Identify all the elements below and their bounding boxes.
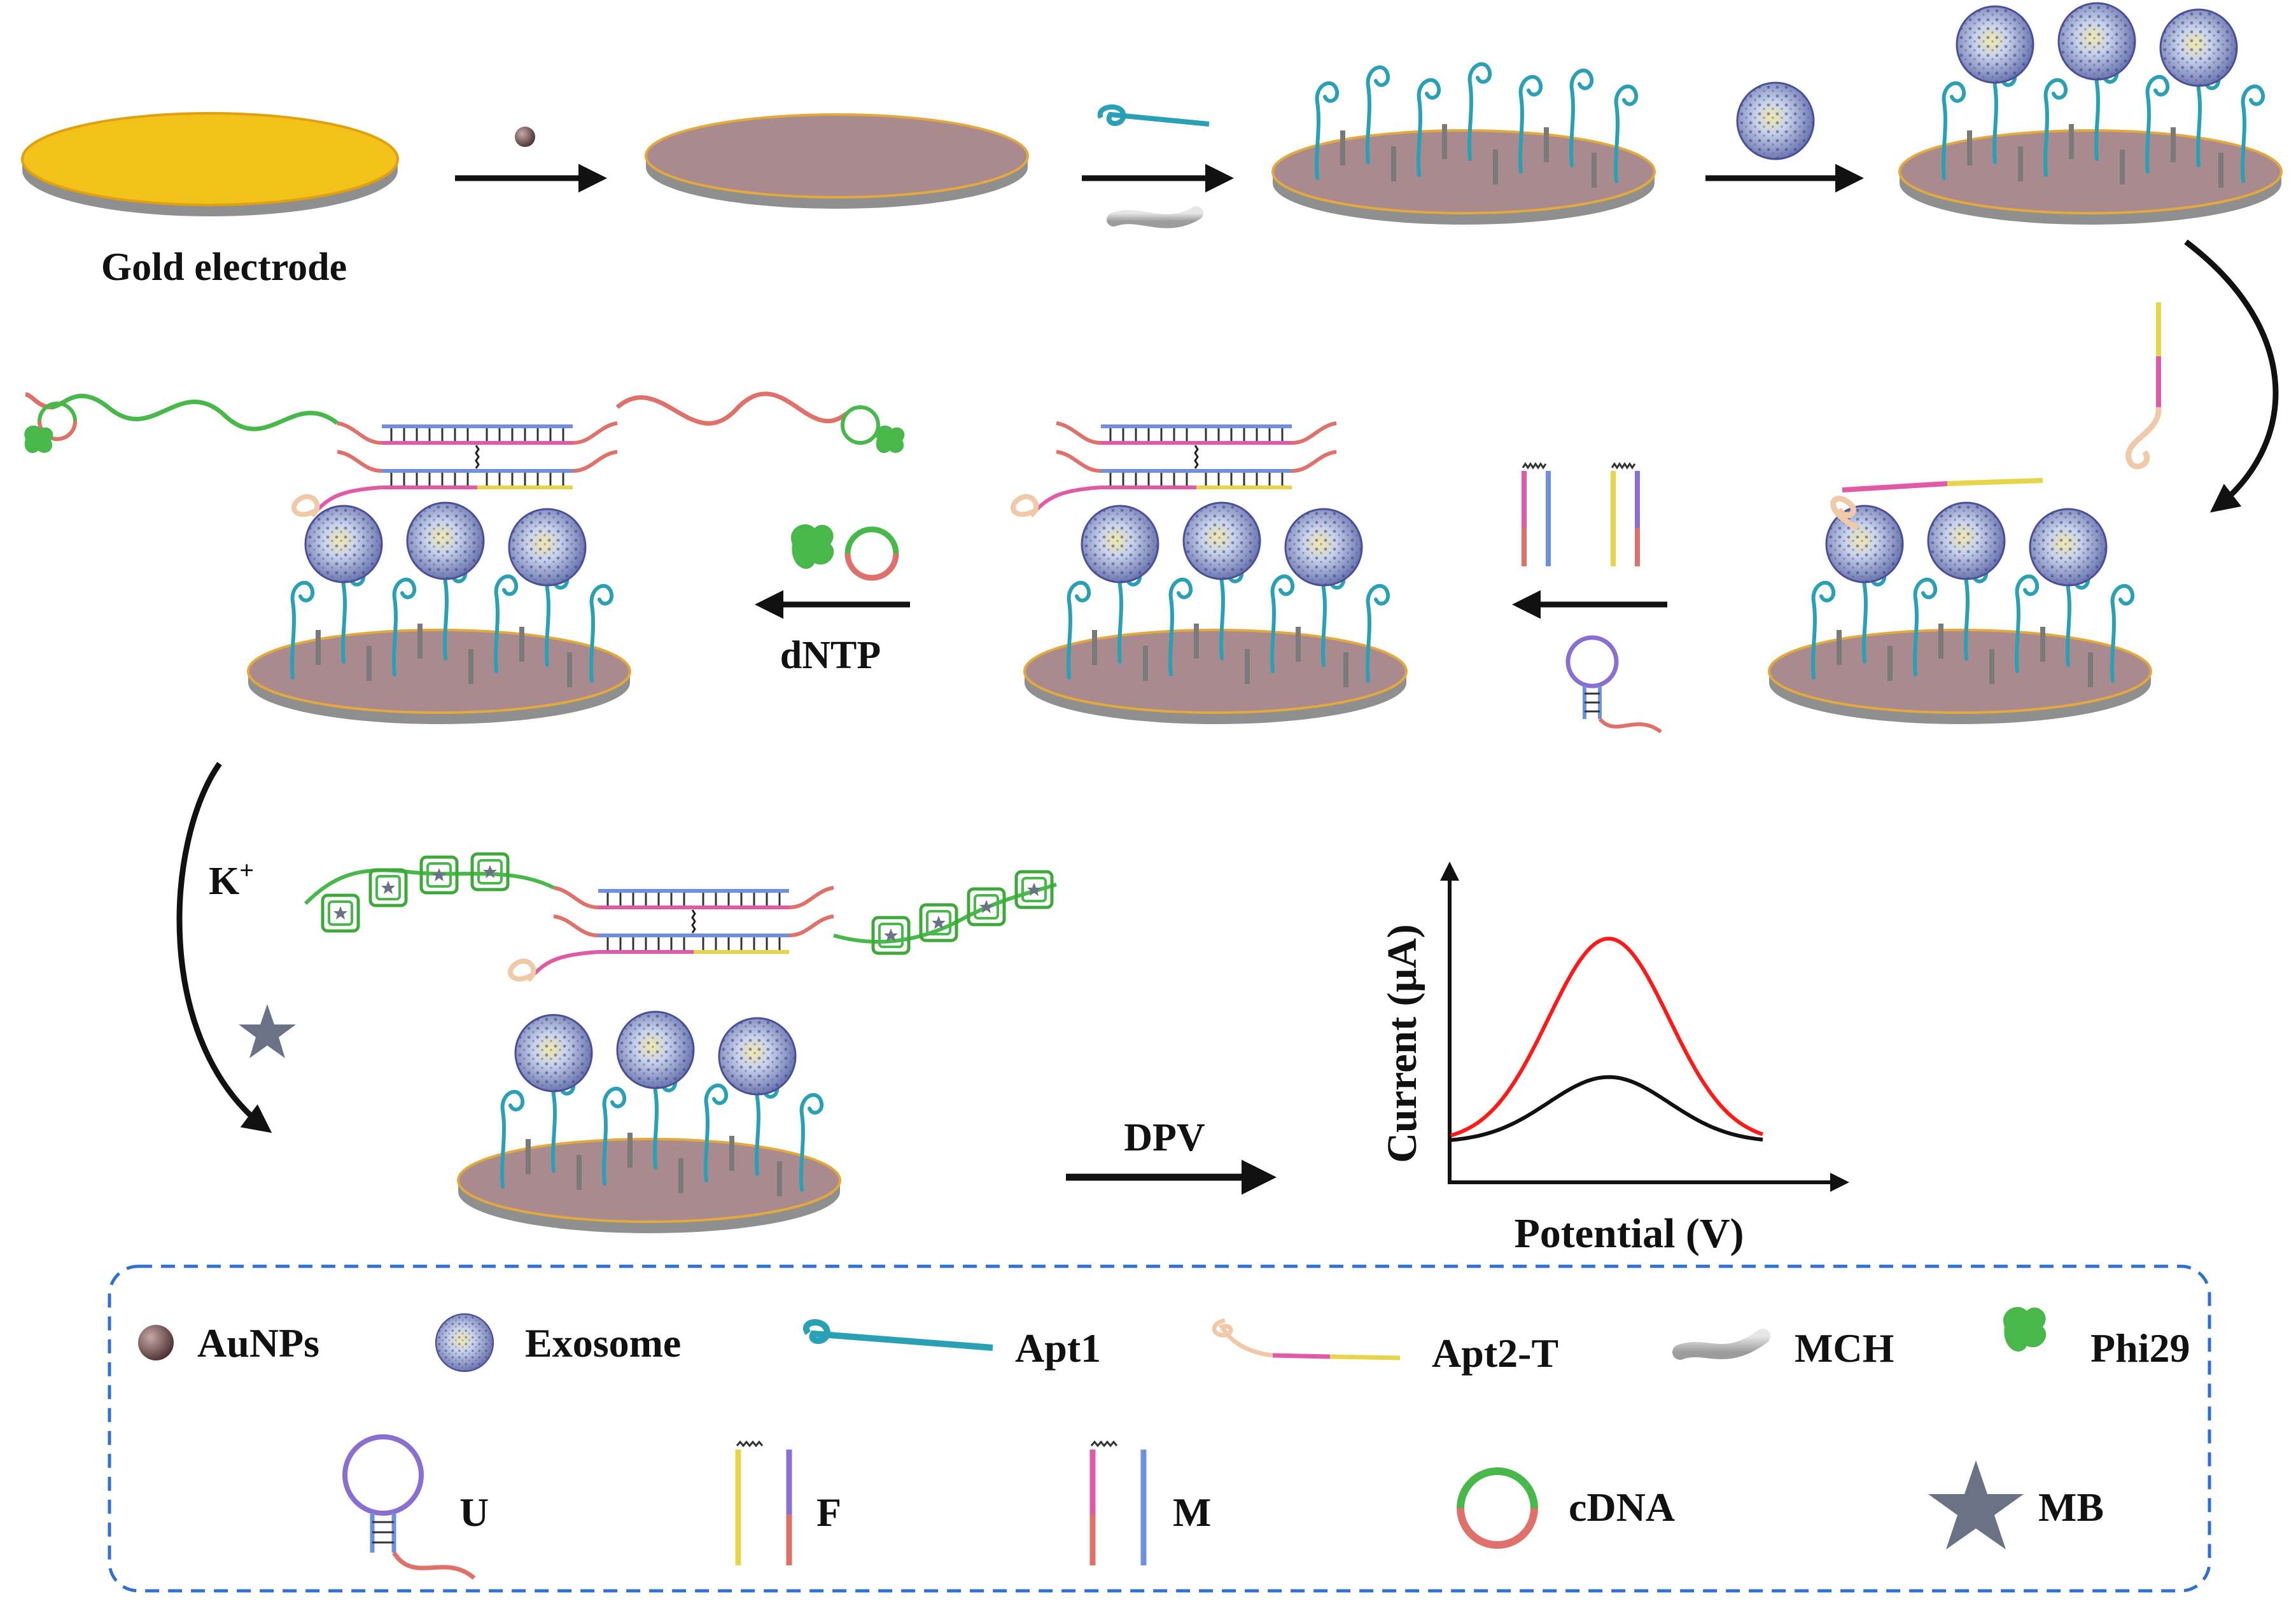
legend-cdna: cDNA (1569, 1485, 1675, 1530)
arrow-step5 (1512, 462, 1667, 734)
dntp-label: dNTP (780, 634, 881, 677)
curved-arrow-left (176, 762, 296, 1133)
dpv-graph: Potential (V) Current (μA) (1379, 862, 1849, 1257)
legend-phi29-icon (2003, 1307, 2047, 1352)
hybridized-electrode (1013, 423, 1406, 724)
gold-electrode (21, 112, 399, 216)
legend-mb-icon (1928, 1460, 2024, 1549)
legend-phi29: Phi29 (2090, 1325, 2190, 1371)
apt1-icon (1097, 104, 1210, 127)
gquadruplex-electrode (304, 854, 1057, 1233)
phi29-icon (791, 524, 834, 569)
arrow-step3 (1705, 81, 1864, 193)
apt2t-icon (2125, 407, 2162, 470)
arrow-step1 (455, 127, 607, 193)
legend-mb: MB (2038, 1485, 2104, 1530)
dpv-curve-low (1450, 1075, 1763, 1142)
legend-cdna-icon (1457, 1467, 1538, 1549)
legend-aunps: AuNPs (197, 1320, 319, 1366)
aunp-electrode (645, 113, 1029, 210)
y-axis-label: Current (μA) (1379, 924, 1425, 1163)
legend-u: U (459, 1490, 489, 1535)
legend-exosome: Exosome (525, 1320, 681, 1366)
legend-mch: MCH (1795, 1325, 1894, 1371)
legend-m-icon (1089, 1440, 1147, 1565)
legend-f-icon (735, 1440, 792, 1565)
exosome-electrode (1900, 3, 2281, 225)
legend-apt2t: Apt2-T (1432, 1331, 1558, 1376)
mch-icon (1107, 206, 1203, 228)
legend-apt1-icon (803, 1319, 993, 1351)
x-axis-label: Potential (V) (1514, 1210, 1744, 1257)
dpv-label: DPV (1124, 1116, 1205, 1159)
legend-box (108, 1264, 2211, 1593)
gold-electrode-label: Gold electrode (101, 246, 347, 289)
legend-u-icon (342, 1434, 476, 1580)
apt1-electrode (1273, 64, 1655, 225)
dpv-curve-high (1450, 937, 1763, 1138)
legend-mch-icon (1672, 1329, 1770, 1360)
legend-apt2t-icon (1212, 1318, 1401, 1360)
mb-star-icon (239, 1004, 296, 1058)
arrow-step2 (1082, 104, 1234, 228)
arrow-step6 (755, 524, 910, 619)
legend-aunps-icon (138, 1325, 174, 1360)
apt2t-electrode (1769, 478, 2151, 724)
curved-arrow-right (2125, 239, 2279, 513)
legend-apt1: Apt1 (1015, 1325, 1101, 1371)
legend-exosome-icon (435, 1313, 494, 1373)
exosome-icon (1736, 81, 1815, 160)
legend-m: M (1173, 1490, 1211, 1535)
rca-electrode (24, 391, 905, 724)
aunp-icon (515, 127, 535, 147)
k-plus-label: K+ (209, 856, 254, 903)
legend-f: F (816, 1490, 841, 1535)
